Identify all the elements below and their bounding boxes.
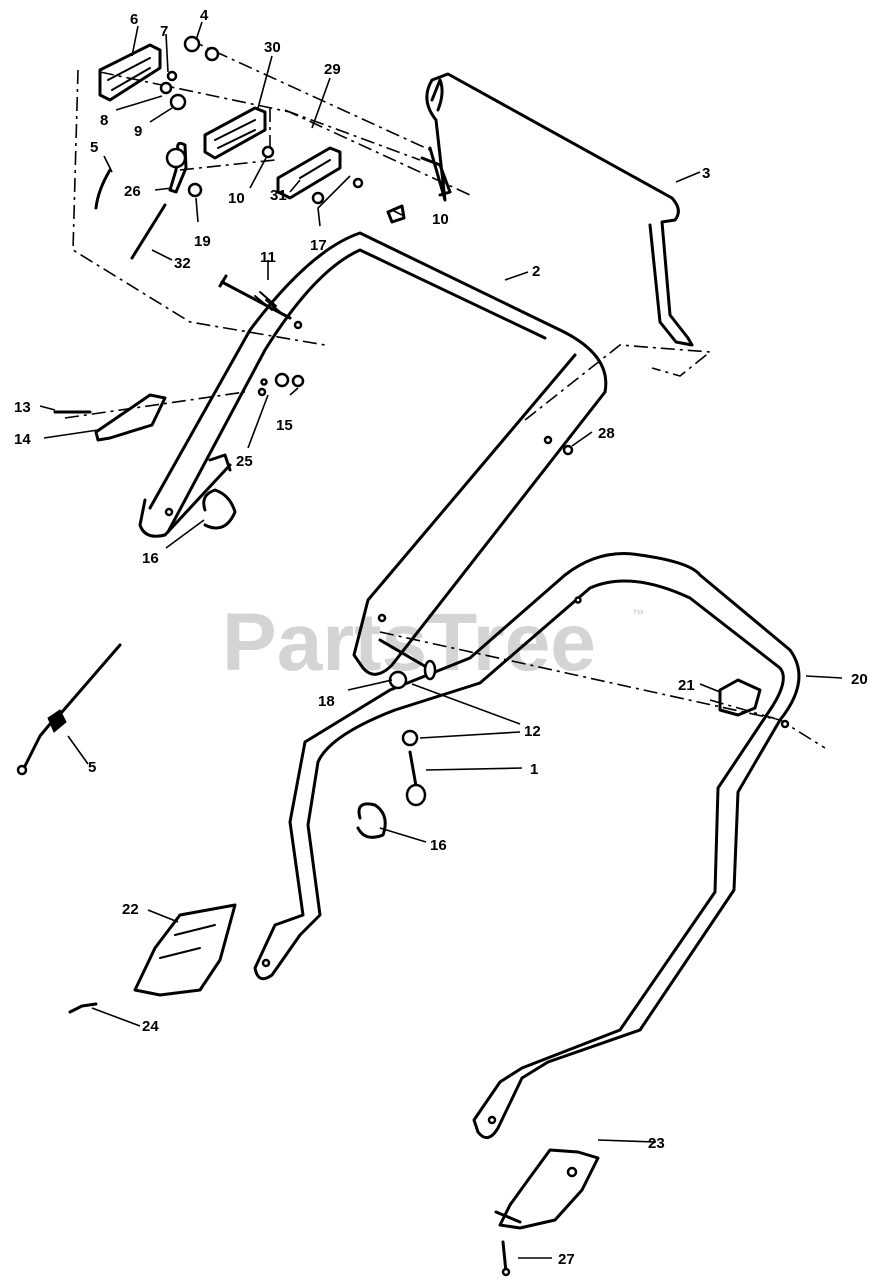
callout-11: 11	[260, 249, 276, 266]
callout-4: 4	[200, 7, 209, 24]
callouts: 6 4 7 8 9 30 29 3 5 26 10 10 19 32 31 17…	[14, 7, 868, 1268]
callout-19: 19	[194, 233, 211, 250]
eyebolt-1	[405, 750, 427, 807]
bolt-18	[378, 638, 437, 681]
callout-22: 22	[122, 901, 139, 918]
callout-3: 3	[702, 165, 710, 182]
leader-lines	[39, 21, 843, 1259]
callout-17: 17	[310, 237, 327, 254]
callout-21: 21	[678, 677, 695, 694]
callout-14: 14	[14, 431, 31, 448]
callout-6: 6	[130, 11, 138, 28]
control-housing	[98, 43, 342, 200]
callout-10-left: 10	[228, 190, 245, 207]
callout-7: 7	[160, 23, 168, 40]
callout-25: 25	[236, 453, 253, 470]
cable-5	[16, 168, 167, 776]
callout-24: 24	[142, 1018, 159, 1035]
callout-1: 1	[530, 761, 538, 778]
knob-21	[718, 678, 762, 717]
watermark-trademark: ™	[632, 607, 644, 621]
callout-31: 31	[270, 187, 287, 204]
callout-16-upper: 16	[142, 550, 159, 567]
callout-29: 29	[324, 61, 341, 78]
callout-18: 18	[318, 693, 335, 710]
clip-16	[202, 488, 387, 839]
callout-30: 30	[264, 39, 281, 56]
bolt-11	[218, 274, 292, 320]
callout-9: 9	[134, 123, 142, 140]
assembly-lines	[64, 39, 826, 749]
callout-28: 28	[598, 425, 615, 442]
callout-5-lower: 5	[88, 759, 96, 776]
callout-27: 27	[558, 1251, 575, 1268]
callout-8: 8	[100, 112, 108, 129]
callout-13: 13	[14, 399, 31, 416]
callout-20: 20	[851, 671, 868, 688]
callout-12: 12	[524, 723, 541, 740]
callout-16-lower: 16	[430, 837, 447, 854]
bracket-14	[53, 393, 167, 442]
hardware	[159, 35, 574, 747]
lower-handle	[253, 552, 801, 1140]
callout-15: 15	[276, 417, 293, 434]
callout-26: 26	[124, 183, 141, 200]
bracket-22	[68, 903, 237, 1014]
callout-5-upper: 5	[90, 139, 98, 156]
callout-32: 32	[174, 255, 191, 272]
upper-handle	[138, 231, 608, 676]
callout-2: 2	[532, 263, 540, 280]
bracket-23	[494, 1148, 600, 1277]
callout-23: 23	[648, 1135, 665, 1152]
control-bail	[420, 72, 694, 347]
callout-10-right: 10	[432, 211, 449, 228]
